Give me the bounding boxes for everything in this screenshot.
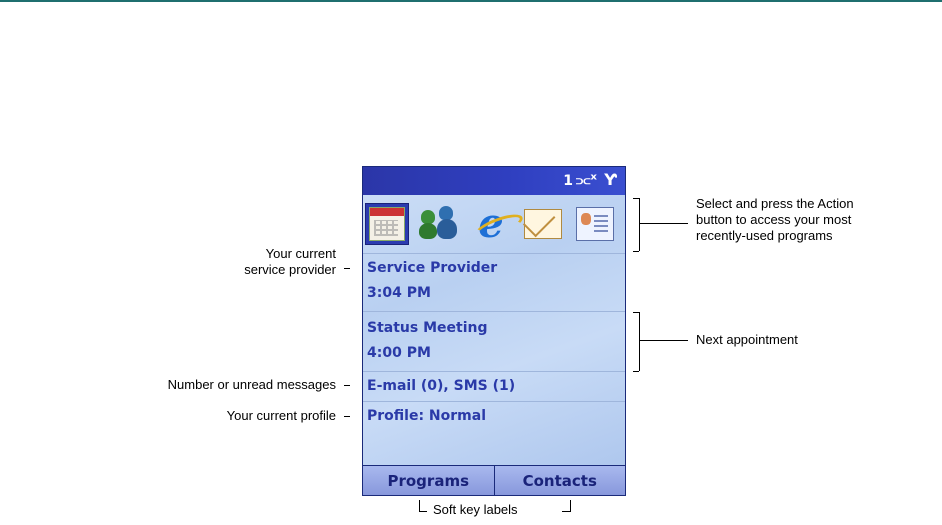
callout-profile: Your current profile	[150, 408, 336, 424]
profile-label: Profile: Normal	[367, 408, 486, 424]
signal-icon: Ƴ	[604, 170, 617, 189]
callout-recent-line3: recently-used programs	[696, 228, 854, 244]
recent-programs-bar: e	[363, 195, 625, 254]
status-count: 1	[563, 173, 573, 189]
softkey-bracket-left-foot	[419, 511, 427, 512]
unread-leader	[344, 385, 350, 386]
top-border	[0, 0, 942, 2]
callout-service-provider: Your current service provider	[150, 246, 336, 278]
appointment-leader	[640, 340, 688, 341]
appointment-bracket-bottom	[633, 371, 639, 372]
network-off-icon: ⫗ˣ	[576, 170, 597, 190]
profile-section[interactable]: Profile: Normal	[363, 403, 625, 433]
softkey-bar: Programs Contacts	[363, 465, 625, 495]
softkey-bracket-right-foot	[562, 511, 570, 512]
provider-name: Service Provider	[367, 260, 497, 276]
internet-explorer-icon[interactable]: e	[469, 203, 513, 245]
callout-unread: Number or unread messages	[90, 377, 336, 393]
profile-leader	[344, 416, 350, 417]
calendar-icon[interactable]	[365, 203, 409, 245]
callout-next-appointment: Next appointment	[696, 332, 798, 348]
callout-service-provider-line1: Your current	[150, 246, 336, 262]
appointment-time: 4:00 PM	[367, 345, 431, 361]
message-counts: E-mail (0), SMS (1)	[367, 378, 515, 394]
envelope-icon[interactable]	[521, 203, 565, 245]
appointment-section[interactable]: Status Meeting 4:00 PM	[363, 313, 625, 372]
status-bar: 1 ⫗ˣ Ƴ	[363, 167, 625, 195]
provider-section[interactable]: Service Provider 3:04 PM	[363, 254, 625, 312]
messages-section[interactable]: E-mail (0), SMS (1)	[363, 373, 625, 402]
contact-card-icon[interactable]	[573, 203, 617, 245]
callout-recent-line2: button to access your most	[696, 212, 854, 228]
recent-bracket-side	[639, 198, 640, 251]
appointment-bracket-side	[639, 312, 640, 371]
service-provider-leader	[344, 268, 350, 269]
contacts-softkey[interactable]: Contacts	[494, 466, 626, 495]
programs-softkey[interactable]: Programs	[363, 466, 494, 495]
appointment-title: Status Meeting	[367, 320, 488, 336]
callout-recent-programs: Select and press the Action button to ac…	[696, 196, 854, 244]
recent-bracket-bottom	[633, 251, 639, 252]
callout-service-provider-line2: service provider	[150, 262, 336, 278]
callout-softkeys: Soft key labels	[433, 502, 518, 518]
callout-recent-line1: Select and press the Action	[696, 196, 854, 212]
softkey-bracket-left	[419, 500, 420, 511]
messenger-icon[interactable]	[417, 203, 461, 245]
recent-leader	[640, 223, 688, 224]
phone-home-screen: 1 ⫗ˣ Ƴ e Service Provider 3:04 PM Status…	[362, 166, 626, 496]
softkey-bracket-right	[570, 500, 571, 512]
current-time: 3:04 PM	[367, 285, 431, 301]
